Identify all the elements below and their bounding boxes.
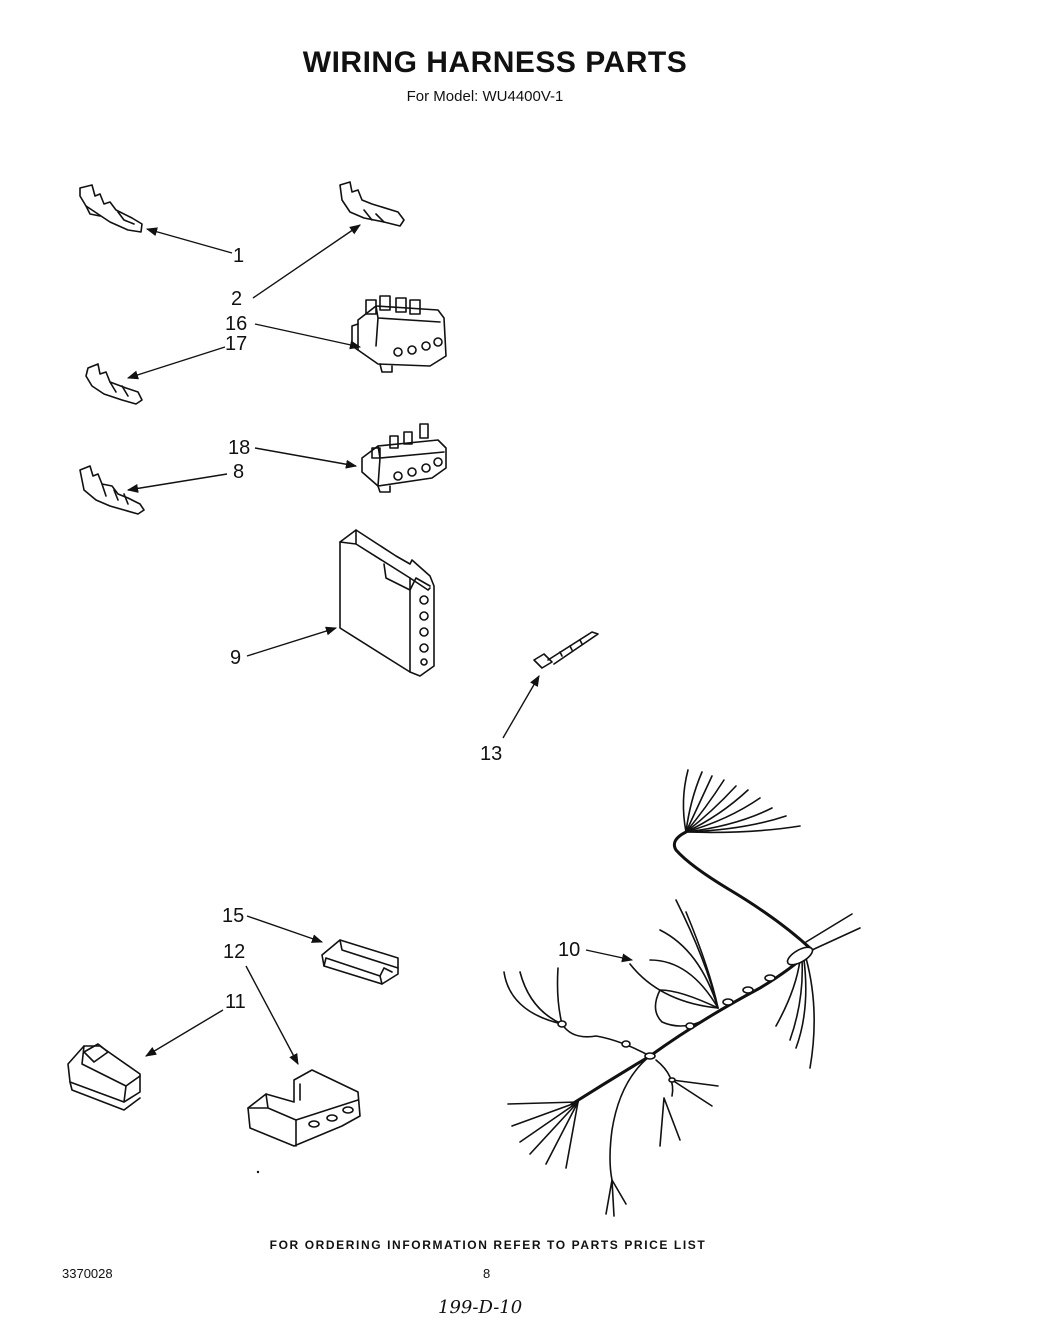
callout-16: 16 (225, 313, 247, 335)
screw-part-13 (533, 631, 599, 669)
page-title: WIRING HARNESS PARTS (302, 46, 688, 79)
connector-block-part-9 (339, 529, 435, 677)
callout-2: 2 (231, 288, 242, 310)
callout-9: 9 (230, 647, 241, 669)
callout-15: 15 (222, 905, 244, 927)
callout-1: 1 (233, 245, 244, 267)
connector-housing-part-16 (351, 295, 447, 373)
insulator-part-15 (321, 939, 399, 985)
model-subtitle: For Model: WU4400V-1 (406, 88, 564, 105)
callout-18: 18 (228, 437, 250, 459)
callout-17: 17 (225, 333, 247, 355)
handwritten-code: 199-D-10 (438, 1297, 523, 1318)
terminal-part-1 (79, 184, 143, 233)
terminal-part-8 (79, 465, 145, 515)
terminal-part-2 (339, 181, 405, 227)
document-number: 3370028 (62, 1266, 113, 1281)
terminal-cap-part-11 (67, 1043, 141, 1111)
callout-8: 8 (233, 461, 244, 483)
terminal-part-17 (85, 363, 143, 405)
connector-part-12 (247, 1069, 361, 1147)
page-number: 8 (483, 1266, 491, 1281)
callout-10: 10 (558, 939, 580, 961)
wiring-harness-part-10 (503, 769, 861, 1217)
callout-11: 11 (225, 991, 246, 1013)
callout-12: 12 (223, 941, 245, 963)
callout-13: 13 (480, 743, 502, 765)
ordering-note: FOR ORDERING INFORMATION REFER TO PARTS … (269, 1238, 707, 1252)
connector-part-18 (361, 423, 447, 493)
